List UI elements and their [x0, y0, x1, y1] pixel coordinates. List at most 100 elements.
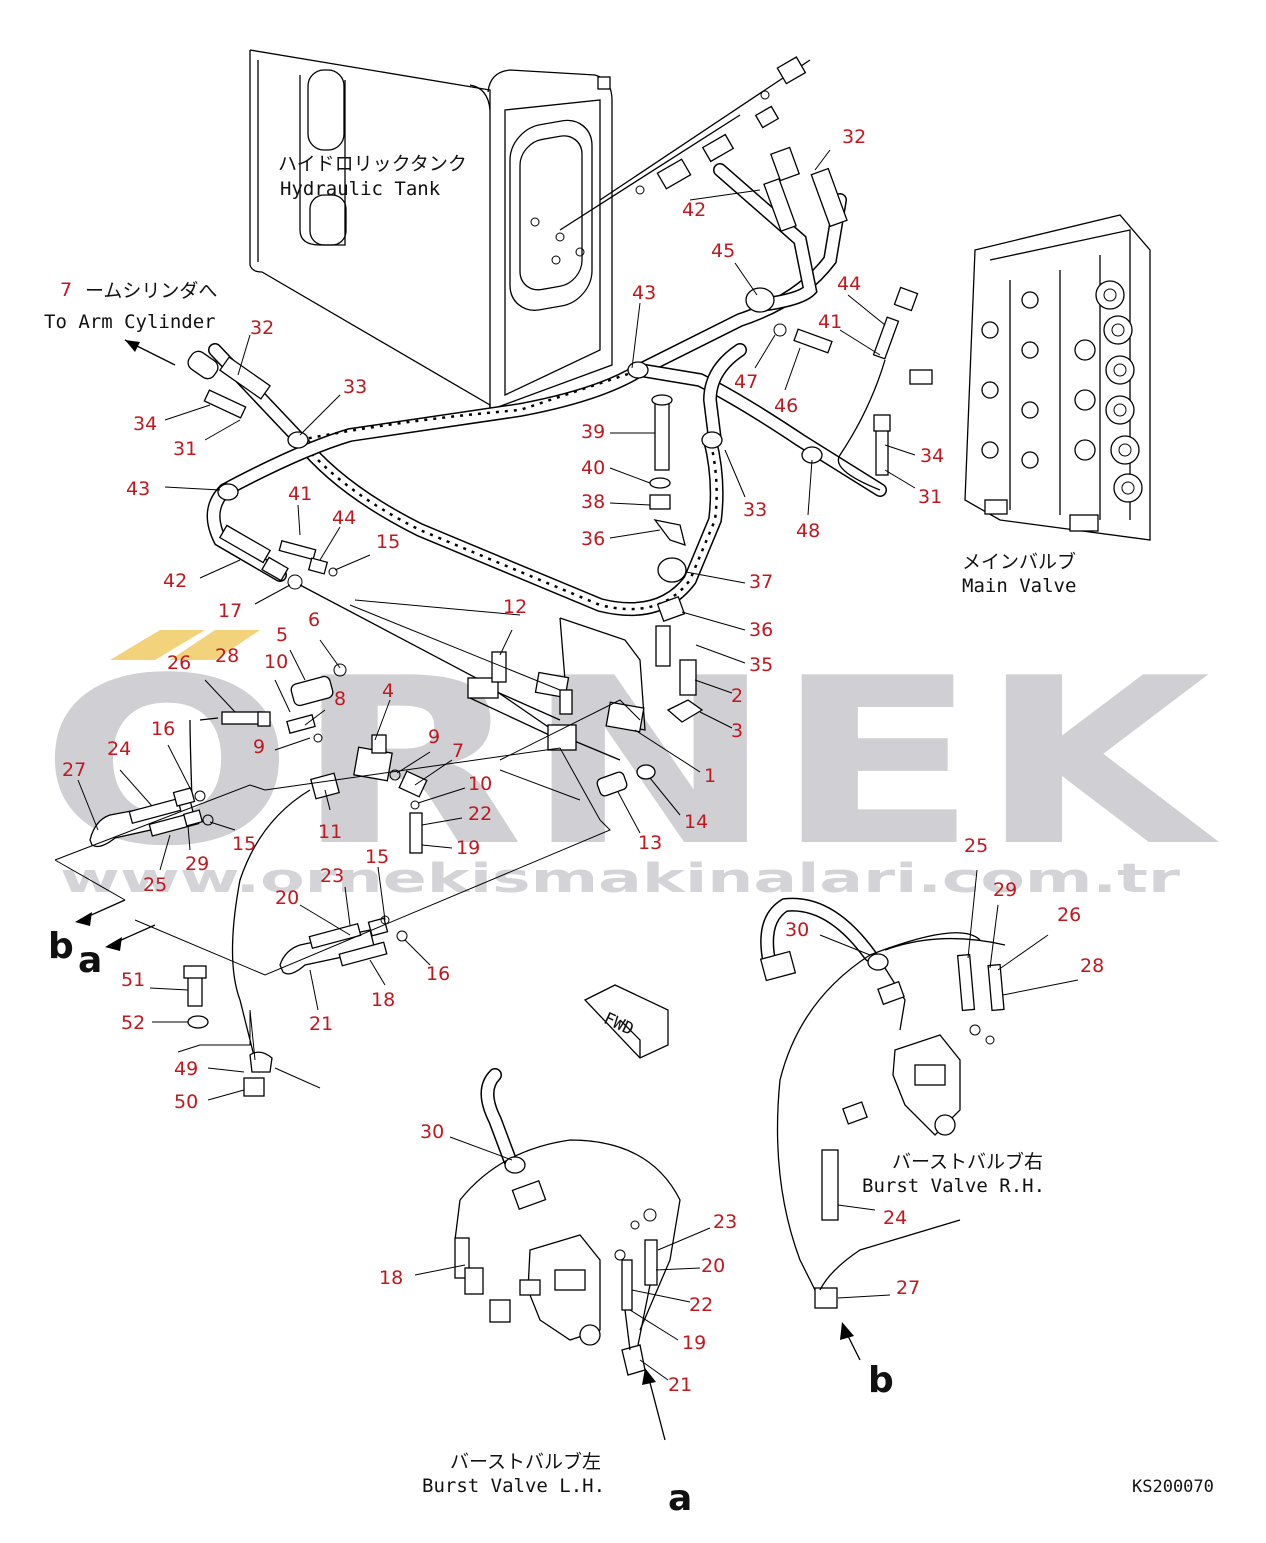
- callout-number: 26: [167, 652, 191, 674]
- callout-number: 34: [920, 445, 944, 467]
- drawing-code: KS200070: [1132, 1477, 1214, 1497]
- callout-number: 32: [250, 317, 274, 339]
- callout-number: 9: [428, 726, 440, 748]
- reference-lines: [54, 599, 641, 976]
- callout-number: 26: [1057, 904, 1081, 926]
- main-valve: [964, 214, 1151, 541]
- callout-number: 41: [288, 483, 312, 505]
- callout-number: 9: [253, 736, 265, 758]
- callout-number: 41: [818, 311, 842, 333]
- bolt-46-47: [773, 323, 833, 354]
- callout-number: 10: [468, 773, 492, 795]
- tank-fittings: [635, 56, 807, 195]
- section-letter-b-left: b: [48, 926, 74, 967]
- callout-number: 40: [581, 457, 605, 479]
- callout-number: 36: [749, 619, 773, 641]
- callout-number: 13: [638, 832, 662, 854]
- callout-number: 52: [121, 1012, 145, 1034]
- callout-number: 11: [318, 821, 342, 843]
- callout-number: 42: [163, 570, 187, 592]
- callout-number: 19: [682, 1332, 706, 1354]
- main-hose-loop: [206, 163, 887, 617]
- callout-number: 5: [276, 624, 288, 646]
- callout-number: 39: [581, 421, 605, 443]
- callout-number: 38: [581, 491, 605, 513]
- hose-32-42: [763, 146, 848, 233]
- callout-number: 42: [682, 199, 706, 221]
- callout-number: 14: [684, 811, 708, 833]
- callout-number: 27: [896, 1277, 920, 1299]
- callout-number: 2: [731, 685, 743, 707]
- callout-number: 30: [420, 1121, 444, 1143]
- callout-number: 29: [185, 853, 209, 875]
- callout-number: 7: [60, 279, 72, 301]
- arm-label-jp: ームシリンダへ: [85, 280, 217, 302]
- arm-label-en: To Arm Cylinder: [44, 311, 216, 333]
- callout-number: 27: [62, 759, 86, 781]
- callout-number: 30: [785, 919, 809, 941]
- center-bracket: [299, 584, 704, 761]
- callout-number: 29: [993, 879, 1017, 901]
- section-letter-a-left: a: [78, 940, 102, 981]
- callout-number: 45: [711, 240, 735, 262]
- callout-number: 6: [308, 609, 320, 631]
- callout-number: 48: [796, 520, 820, 542]
- callout-number: 23: [320, 865, 344, 887]
- watermark: ORNEK www.ornekismakinalari.com.tr: [40, 630, 1220, 902]
- burst-valve-lh: [454, 1068, 681, 1376]
- burst-lh-label-en: Burst Valve L.H.: [422, 1475, 605, 1497]
- bolt-stack: [649, 394, 686, 546]
- callout-number: 1: [704, 765, 716, 787]
- section-letter-a-bottom: a: [668, 1478, 692, 1519]
- hydraulic-tank: [249, 49, 613, 411]
- callout-number: 20: [275, 887, 299, 909]
- callout-number: 16: [151, 718, 175, 740]
- callout-number: 7: [452, 740, 464, 762]
- pipe-tank-outlet: [599, 59, 811, 201]
- left-top-fittings: [187, 350, 271, 419]
- callout-number: 47: [734, 371, 758, 393]
- callout-number: 25: [964, 835, 988, 857]
- callout-number: 17: [218, 600, 242, 622]
- callout-number: 31: [918, 486, 942, 508]
- callout-number: 33: [343, 376, 367, 398]
- callout-number: 22: [689, 1294, 713, 1316]
- callout-number: 50: [174, 1091, 198, 1113]
- callout-number: 10: [264, 651, 288, 673]
- callout-number: 46: [774, 395, 798, 417]
- callout-number: 37: [749, 571, 773, 593]
- callout-number: 28: [215, 645, 239, 667]
- callout-numbers: 7 32 34 31 33 43 41 44 15 42 17 5 6 10 8…: [60, 126, 1104, 1396]
- callout-number: 25: [143, 874, 167, 896]
- burst-rh-label-jp: バーストバルブ右: [892, 1150, 1043, 1173]
- callout-number: 16: [426, 963, 450, 985]
- main-valve-label-en: Main Valve: [962, 575, 1076, 597]
- tank-label-jp: ハイドロリックタンク: [278, 153, 467, 175]
- callout-number: 4: [382, 680, 394, 702]
- tank-label-en: Hydraulic Tank: [280, 178, 441, 200]
- callout-number: 49: [174, 1058, 198, 1080]
- callout-number: 32: [842, 126, 866, 148]
- callout-number: 21: [668, 1374, 692, 1396]
- callout-number: 43: [126, 478, 150, 500]
- callout-number: 43: [632, 282, 656, 304]
- burst-lh-label-jp: バーストバルブ左: [450, 1450, 601, 1473]
- main-valve-fittings: [837, 286, 933, 491]
- callout-number: 12: [503, 596, 527, 618]
- leader-lines: [77, 149, 1079, 1381]
- callout-number: 44: [837, 273, 861, 295]
- burst-rh-label-en: Burst Valve R.H.: [862, 1175, 1045, 1197]
- callout-number: 3: [731, 720, 743, 742]
- callout-number: 28: [1080, 955, 1104, 977]
- callout-number: 15: [376, 531, 400, 553]
- watermark-brand: ORNEK: [40, 630, 1220, 897]
- callout-number: 19: [456, 837, 480, 859]
- callout-number: 8: [334, 688, 346, 710]
- left-lower-assembly: [89, 663, 656, 1097]
- callout-number: 24: [107, 738, 131, 760]
- callout-number: 35: [749, 654, 773, 676]
- callout-number: 18: [371, 989, 395, 1011]
- arrow-a-bottom: [647, 1374, 666, 1441]
- callout-number: 21: [309, 1013, 333, 1035]
